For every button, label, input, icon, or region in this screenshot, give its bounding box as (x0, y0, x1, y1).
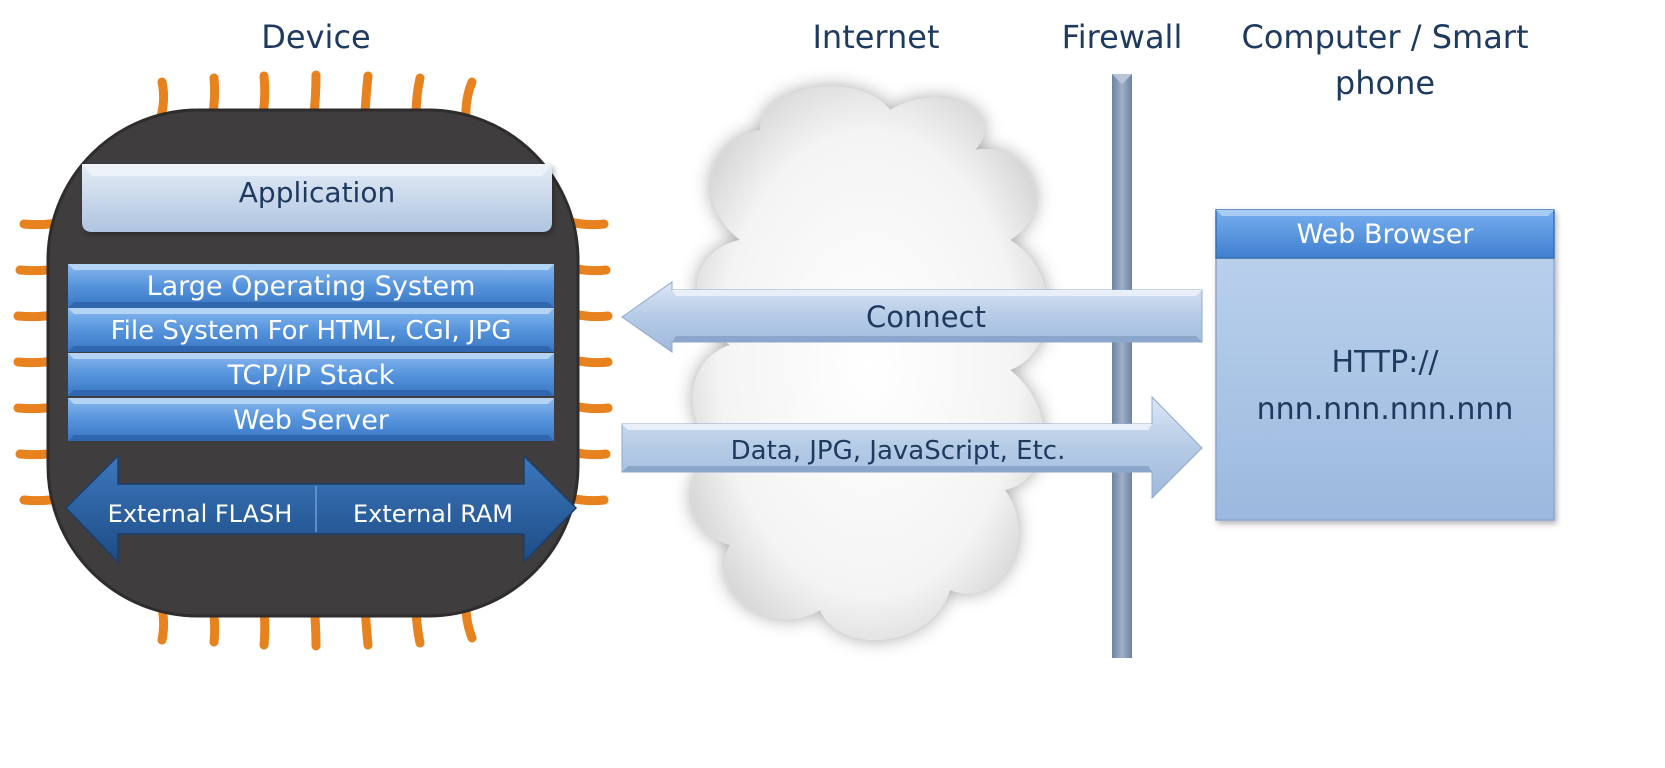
web-browser-title: Web Browser (1297, 219, 1475, 250)
stack-label-filesystem: File System For HTML, CGI, JPG (111, 316, 512, 346)
heading-internet: Internet (812, 18, 939, 56)
internet-cloud (691, 86, 1048, 640)
connect-label: Connect (866, 300, 986, 334)
application-layer (82, 164, 552, 232)
heading-firewall: Firewall (1062, 18, 1183, 56)
application-label: Application (239, 176, 395, 209)
stack-label-tcpip: TCP/IP Stack (227, 360, 395, 391)
data-label: Data, JPG, JavaScript, Etc. (731, 436, 1066, 466)
heading-computer-line2: phone (1335, 64, 1435, 102)
data-arrow (621, 395, 1203, 500)
stack-label-os: Large Operating System (147, 271, 476, 302)
stack-layer-filesystem (68, 308, 554, 352)
heading-computer-line1: Computer / Smart (1242, 18, 1529, 56)
memory-label-ram: External RAM (353, 500, 513, 528)
browser-address-line2: nnn.nnn.nnn.nnn (1257, 392, 1514, 427)
web-browser-window (1215, 209, 1555, 521)
firewall-bar (1112, 74, 1132, 658)
heading-device: Device (261, 18, 370, 56)
connect-arrow (621, 281, 1203, 353)
memory-double-arrow (64, 454, 578, 564)
stack-layer-os (68, 264, 554, 308)
browser-address-line1: HTTP:// (1331, 345, 1439, 380)
memory-label-flash: External FLASH (108, 500, 293, 528)
stack-label-webserver: Web Server (233, 405, 390, 436)
stack-layer-tcpip (68, 353, 554, 396)
stack-layer-webserver (68, 398, 554, 441)
